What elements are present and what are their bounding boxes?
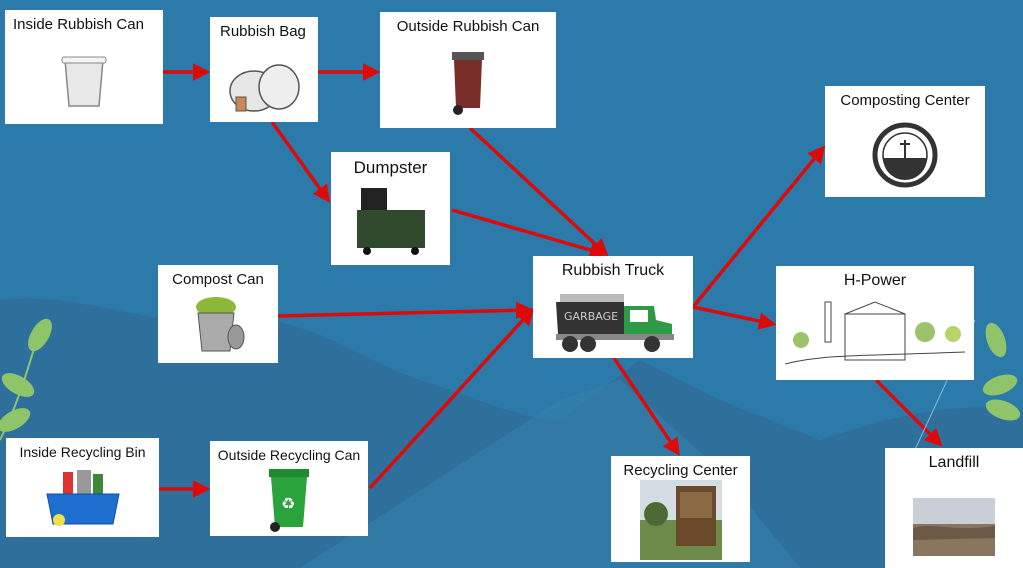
node-label: Outside Rubbish Can [396, 18, 540, 35]
node-inside-rubbish-can: Inside Rubbish Can [5, 10, 163, 124]
node-label: Landfill [928, 454, 980, 471]
garbage-bags-icon [229, 64, 300, 112]
node-inside-recycling-bin: Inside Recycling Bin [6, 438, 159, 537]
node-outside-recycling-can: Outside Recycling Can ♻ [210, 441, 368, 536]
node-landfill: Landfill [885, 448, 1023, 568]
node-label: Compost Can [172, 271, 264, 288]
dumpster-icon [356, 188, 425, 255]
node-label: H-Power [843, 272, 907, 289]
garbage-truck-icon: GARBAGE [556, 294, 674, 352]
wheelie-bin-icon [452, 52, 484, 115]
node-h-power: H-Power [776, 266, 974, 380]
svg-text:♻: ♻ [281, 494, 295, 513]
node-compost-can: Compost Can [158, 265, 278, 363]
node-label: Inside Recycling Bin [19, 444, 146, 460]
recycling-bin-icon [45, 470, 120, 526]
trash-can-icon [61, 56, 107, 107]
compost-logo-icon [872, 122, 938, 188]
landfill-photo-icon [913, 498, 995, 556]
node-dumpster: Dumpster [331, 152, 450, 265]
leaf-branch-left [0, 318, 52, 441]
leaf-branch-right [982, 322, 1021, 421]
node-rubbish-truck: Rubbish Truck GARBAGE [533, 256, 693, 358]
recycling-center-photo-icon [639, 480, 722, 560]
node-label: Dumpster [353, 158, 428, 177]
compost-can-icon [196, 297, 245, 352]
power-plant-icon [785, 301, 965, 365]
node-recycling-center: Recycling Center [611, 456, 750, 562]
node-label: Inside Rubbish Can [13, 16, 144, 33]
node-label: Composting Center [840, 92, 970, 109]
node-outside-rubbish-can: Outside Rubbish Can [380, 12, 556, 128]
truck-text: GARBAGE [564, 310, 618, 323]
node-rubbish-bag: Rubbish Bag [210, 17, 318, 122]
node-composting-center: Composting Center [825, 86, 985, 197]
recycling-wheelie-bin-icon: ♻ [269, 469, 309, 532]
node-label: Rubbish Bag [220, 23, 306, 40]
node-label: Rubbish Truck [561, 262, 665, 279]
node-label: Outside Recycling Can [217, 447, 361, 463]
node-label: Recycling Center [623, 462, 738, 479]
